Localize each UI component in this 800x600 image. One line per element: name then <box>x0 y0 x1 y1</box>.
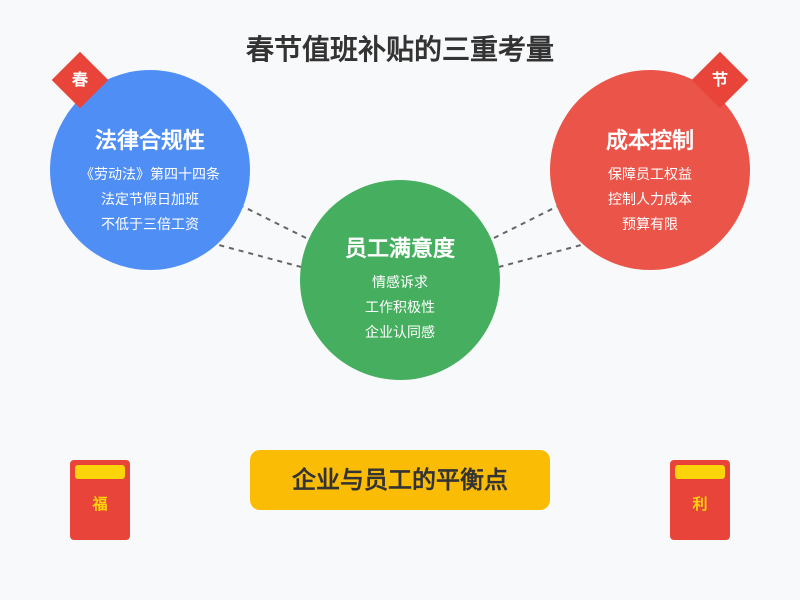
employee-satisfaction-line: 情感诉求 <box>372 275 428 291</box>
legal-compliance-line: 《劳动法》第四十四条 <box>80 167 220 183</box>
cost-control-heading: 成本控制 <box>605 129 694 154</box>
red-envelope-icon: 利 <box>670 460 730 540</box>
envelope-flap <box>75 465 125 479</box>
badge-spring-text: 春 <box>71 70 88 89</box>
employee-satisfaction-circle: 员工满意度 情感诉求 工作积极性 企业认同感 <box>300 180 500 380</box>
employee-satisfaction-line: 工作积极性 <box>365 300 435 316</box>
legal-compliance-line: 法定节假日加班 <box>101 192 199 208</box>
envelope-benefit-text: 利 <box>692 495 708 513</box>
balance-point-banner: 企业与员工的平衡点 <box>250 450 550 510</box>
employee-satisfaction-line: 企业认同感 <box>365 325 435 341</box>
cost-control-line: 控制人力成本 <box>608 192 692 208</box>
cost-control-line: 预算有限 <box>622 217 678 233</box>
badge-festival-text: 节 <box>711 70 728 89</box>
cost-control-line: 保障员工权益 <box>608 167 692 183</box>
employee-satisfaction-heading: 员工满意度 <box>344 237 455 262</box>
page-title: 春节值班补贴的三重考量 <box>245 33 554 66</box>
envelope-fortune-text: 福 <box>92 495 108 513</box>
legal-compliance-circle: 法律合规性 《劳动法》第四十四条 法定节假日加班 不低于三倍工资 <box>50 70 250 270</box>
envelope-flap <box>675 465 725 479</box>
red-envelope-icon: 福 <box>70 460 130 540</box>
legal-compliance-heading: 法律合规性 <box>94 129 205 154</box>
legal-compliance-line: 不低于三倍工资 <box>101 217 199 233</box>
